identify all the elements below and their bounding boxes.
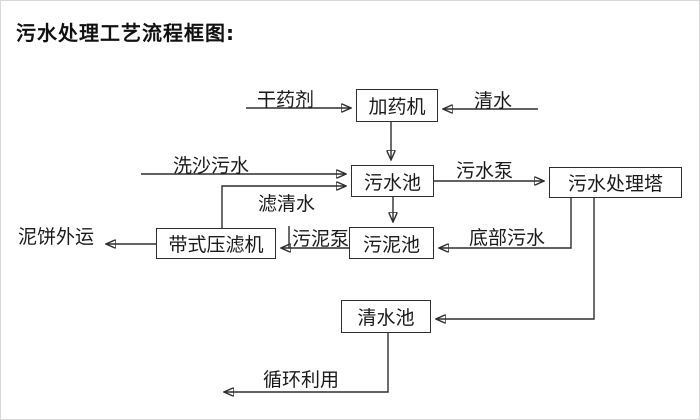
node-sludge-pool-label: 污泥池 (362, 233, 420, 256)
flow-label-recycle: 循环利用 (263, 369, 340, 391)
node-clear-water-pool: 清水池 (341, 300, 431, 333)
flow-label-mud-cake-out: 泥饼外运 (18, 226, 95, 248)
node-dosing-machine-label: 加药机 (368, 96, 426, 118)
node-clear-water-pool-label: 清水池 (357, 307, 415, 329)
node-treatment-tower-label: 污水处理塔 (567, 173, 663, 195)
node-sewage-pool: 污水池 (351, 165, 434, 197)
flow-label-sludge-pump: 污泥泵 (292, 228, 350, 250)
flow-label-filtered-water: 滤清水 (258, 193, 316, 215)
node-dosing-machine: 加药机 (356, 89, 438, 122)
flow-label-clear-water: 清水 (474, 90, 513, 112)
node-sludge-pool: 污泥池 (349, 227, 434, 259)
node-belt-filter-press: 带式压滤机 (156, 228, 276, 259)
flow-label-sewage-pump: 污水泵 (456, 160, 514, 182)
node-sewage-pool-label: 污水池 (363, 171, 421, 194)
node-treatment-tower: 污水处理塔 (549, 167, 682, 198)
flow-label-bottom-sewage: 底部污水 (469, 227, 546, 249)
node-belt-filter-press-label: 带式压滤机 (168, 234, 264, 256)
diagram-title: 污水处理工艺流程框图: (16, 21, 235, 45)
flow-label-dry-chemical: 干药剂 (257, 89, 315, 111)
flow-label-sand-washing-sewage: 洗沙污水 (173, 155, 250, 177)
